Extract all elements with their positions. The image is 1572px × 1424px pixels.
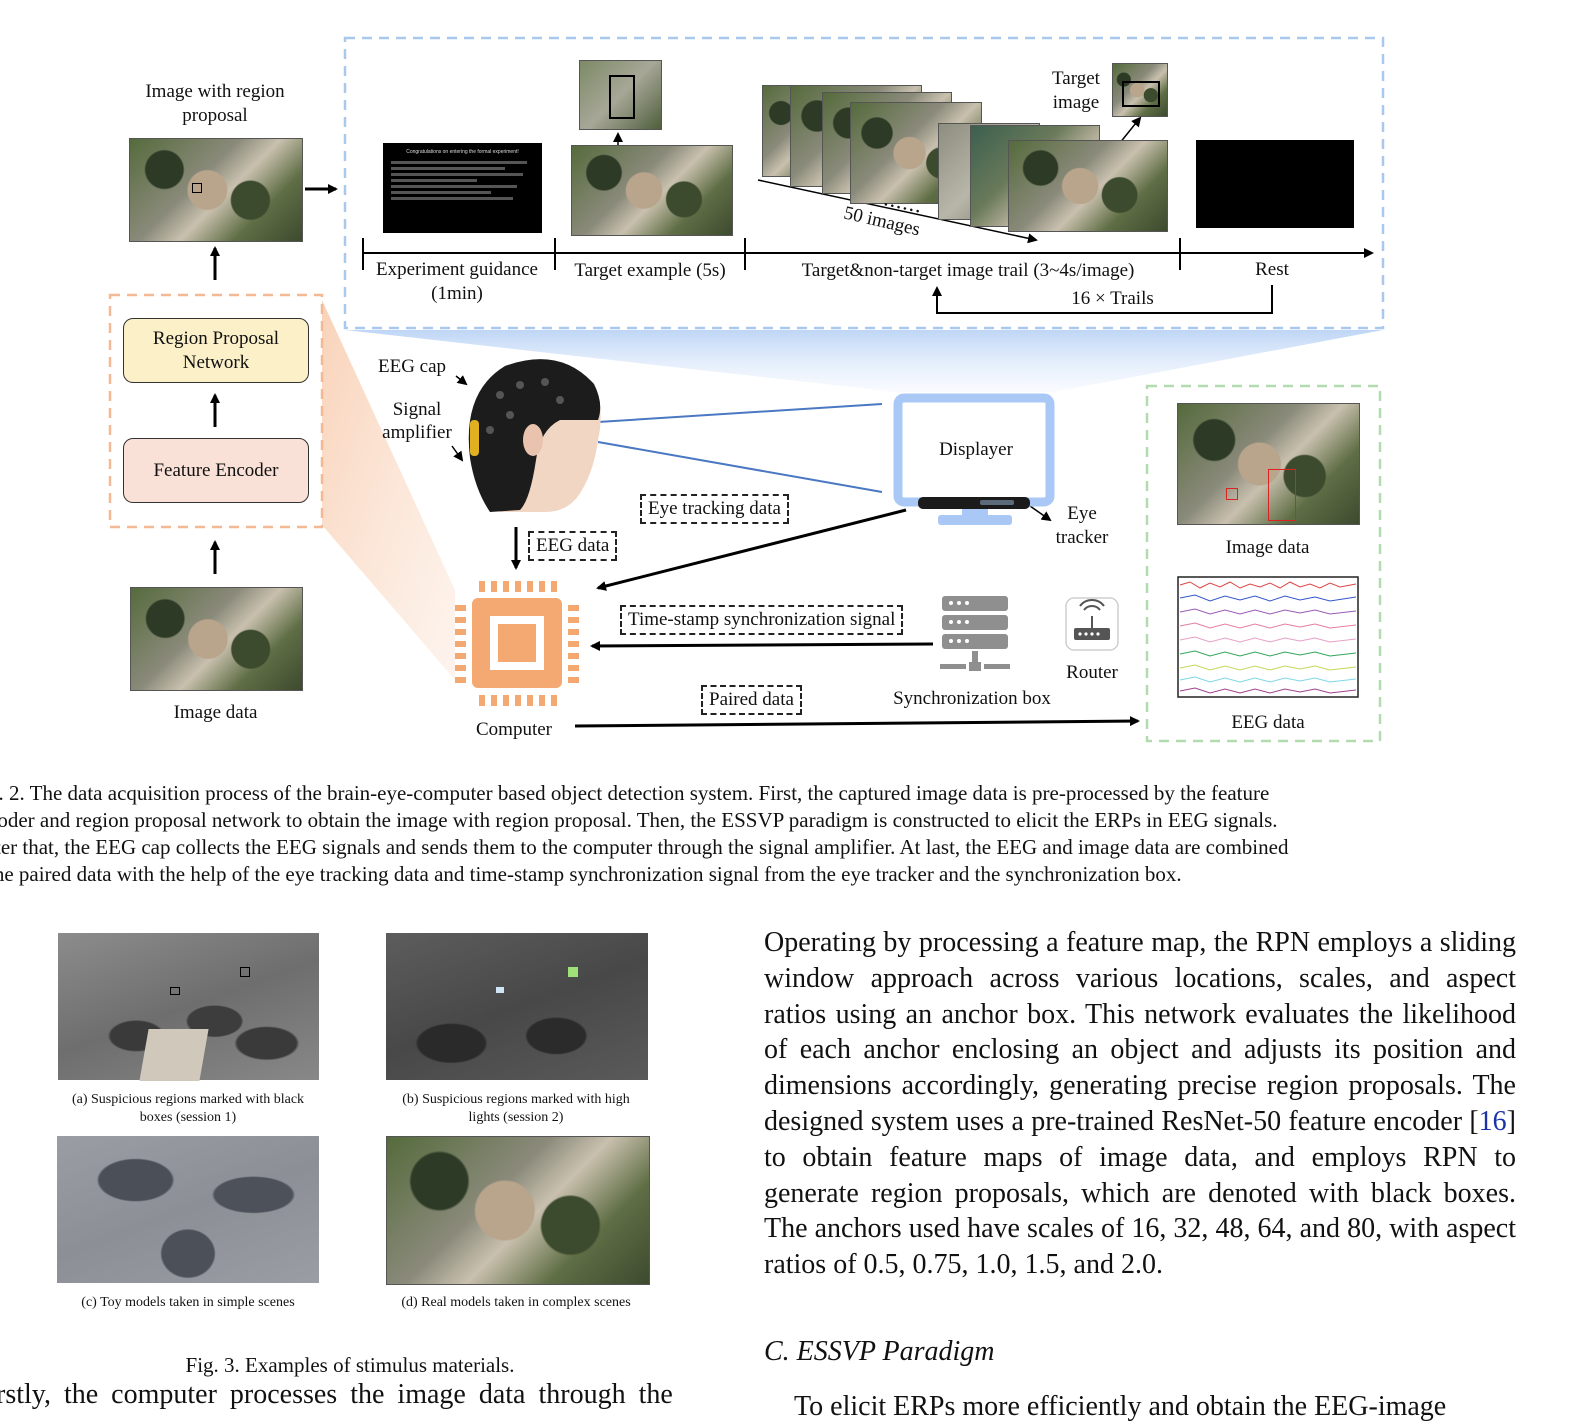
target-image-thumbnail (1112, 63, 1168, 117)
experiment-guidance-label: Experiment guidance (376, 259, 538, 280)
sync-box-server-icon (940, 596, 1010, 671)
highlight-icon (496, 987, 504, 993)
eye-tracking-data-tag: Eye tracking data (640, 494, 789, 524)
fig3c-image (57, 1136, 319, 1283)
black-box-icon (240, 967, 250, 977)
eeg-cap-head-icon (468, 359, 601, 512)
fig3a-caption-line2: boxes (session 1) (139, 1110, 237, 1125)
guidance-screen: Congratulations on entering the formal e… (383, 143, 542, 233)
eye-tracker-label-line1: Eye (1067, 503, 1097, 524)
image-trail-label: Target&non-target image trail (3~4s/imag… (801, 260, 1135, 281)
roof-structure (139, 1029, 209, 1081)
section-heading: C. ESSVP Paradigm (764, 1336, 995, 1367)
target-image-box-icon (1122, 81, 1160, 107)
right-column-last-line: To elicit ERPs more efficiently and obta… (794, 1391, 1447, 1422)
experiment-guidance-time: (1min) (431, 283, 483, 304)
feature-encoder-label: Feature Encoder (153, 459, 279, 481)
fig3-caption: Fig. 3. Examples of stimulus materials. (185, 1353, 515, 1377)
target-image-label-line1: Target (1052, 68, 1100, 89)
image-with-proposal-thumbnail (129, 138, 303, 242)
trails-label: 16 × Trails (1071, 288, 1154, 309)
target-image-label-line2: image (1052, 92, 1100, 113)
displayer-monitor-icon (893, 393, 1055, 525)
rest-screen (1196, 140, 1354, 228)
router-icon (1065, 597, 1119, 651)
timestamp-signal-tag: Time-stamp synchronization signal (620, 605, 904, 635)
signal-amplifier-label-line2: amplifier (382, 422, 452, 443)
eeg-data-tag: EEG data (528, 531, 618, 561)
router-label: Router (1066, 662, 1118, 683)
fig2-caption-line4: the paired data with the help of the eye… (0, 862, 1182, 886)
eeg-cap-label: EEG cap (378, 356, 447, 377)
target-example-zoom (579, 60, 662, 130)
highlight-icon (568, 967, 578, 977)
sync-box-label: Synchronization box (893, 688, 1051, 709)
displayer-label: Displayer (939, 439, 1013, 460)
fig3c-caption: (c) Toy models taken in simple scenes (81, 1295, 295, 1310)
computer-chip-icon (455, 581, 579, 706)
signal-amplifier-label-line1: Signal (392, 399, 442, 420)
image-data-right-label: Image data (1225, 537, 1310, 558)
paired-data-tag: Paired data (701, 685, 802, 715)
eeg-signal-plot (1177, 576, 1359, 698)
projection-fan-blue (345, 330, 1383, 392)
output-box (1145, 384, 1382, 743)
black-box-icon (170, 987, 180, 995)
fig3b-image (386, 933, 648, 1080)
fig3a-image (58, 933, 319, 1081)
fig2-caption-line2: coder and region proposal network to obt… (0, 808, 1278, 832)
region-proposal-network-label: Region Proposal Network (152, 327, 280, 373)
target-box-icon (609, 75, 635, 119)
feature-encoder-box: Feature Encoder (123, 438, 309, 503)
image-with-proposal-label: Image with region proposal (145, 81, 285, 126)
region-proposal-network-box: Region Proposal Network (123, 318, 309, 383)
fig3d-image (386, 1136, 650, 1285)
body-paragraph: Operating by processing a feature map, t… (764, 925, 1516, 1283)
small-region-icon (1226, 488, 1238, 500)
fig3b-caption-line1: (b) Suspicious regions marked with high (402, 1092, 630, 1107)
fig3b-caption-line2: lights (session 2) (468, 1110, 564, 1125)
diagram-connectors (108, 36, 1385, 743)
preprocess-box (108, 293, 324, 529)
image-data-left-label: Image data (173, 702, 258, 723)
image-data-left-thumbnail (130, 587, 303, 691)
rest-label: Rest (1255, 259, 1289, 280)
left-column-last-line: rstly, the computer processes the image … (0, 1379, 673, 1410)
image-data-right-thumbnail (1177, 403, 1360, 525)
fig3a-caption-line1: (a) Suspicious regions marked with black (71, 1092, 305, 1107)
guidance-screen-title: Congratulations on entering the formal e… (406, 149, 519, 155)
trail-image-7 (1008, 140, 1168, 232)
target-example-label: Target example (5s) (574, 260, 726, 281)
eeg-data-right-label: EEG data (1231, 712, 1305, 733)
highlight-region-icon (1268, 469, 1296, 521)
eye-tracker-label-line2: tracker (1055, 527, 1109, 548)
citation-link[interactable]: 16 (1478, 1105, 1507, 1137)
paradigm-box (343, 36, 1385, 330)
projection-fan-orange (322, 300, 455, 680)
region-box-icon (192, 183, 202, 193)
computer-label: Computer (476, 719, 552, 740)
paragraph-text-cont: ] to obtain feature maps of image data, … (764, 1105, 1516, 1281)
fig3d-caption: (d) Real models taken in complex scenes (401, 1295, 631, 1310)
target-example-image (571, 145, 733, 236)
paragraph-text: Operating by processing a feature map, t… (764, 927, 1516, 1137)
fig2-caption-line1: g. 2. The data acquisition process of th… (0, 781, 1270, 805)
fig2-caption-line3: fter that, the EEG cap collects the EEG … (0, 835, 1289, 859)
